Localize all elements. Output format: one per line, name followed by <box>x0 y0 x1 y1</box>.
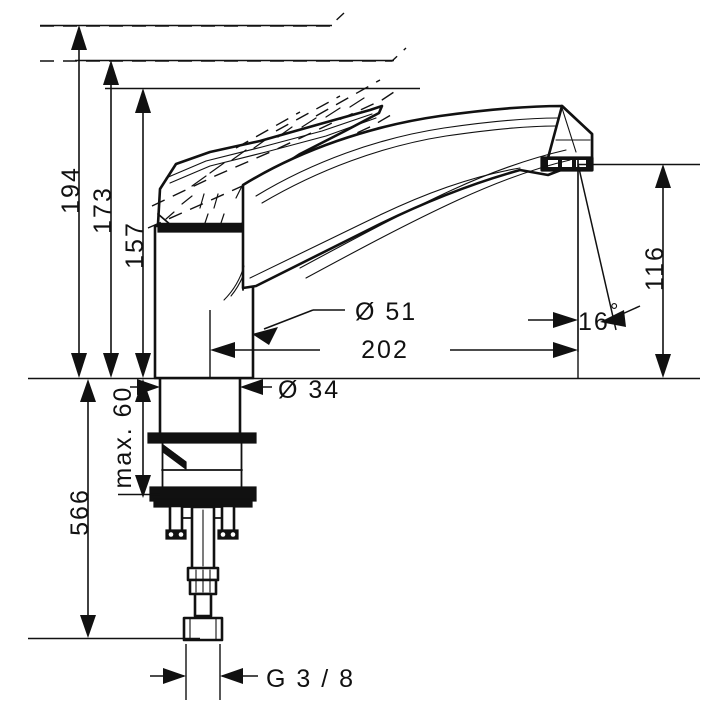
spout-lower-line <box>249 167 521 279</box>
spout-base-curve <box>230 275 244 297</box>
stud-foot-left-hole-b <box>178 532 184 537</box>
bracket-edge <box>162 444 187 463</box>
angle-arrow-left <box>553 312 578 328</box>
dim116-arrow-top <box>655 164 671 188</box>
dimension-label-116: 116 <box>641 245 669 291</box>
dimension-label-d34: Ø 34 <box>278 376 340 404</box>
phantom-lever-lower <box>147 111 397 229</box>
dim157-arrow-bottom <box>135 353 151 378</box>
angle-arrow-right <box>600 310 626 327</box>
dim202-text-backing <box>320 334 450 366</box>
phantom-lever-diag-c <box>315 79 381 117</box>
spout-band-lower-a <box>299 149 567 269</box>
dimmax60-arrow-bottom <box>135 475 151 498</box>
phantom-top-edge <box>40 12 345 27</box>
dimension-194: 194 <box>40 24 332 378</box>
stud-foot-right-hole-b <box>230 532 236 537</box>
dimension-202: 202 <box>209 160 579 378</box>
degree-symbol: ° <box>610 300 620 323</box>
spout-inner-line-upper <box>255 117 559 197</box>
spout-band-lower-b <box>305 159 571 279</box>
dimension-173: 173 <box>75 59 394 378</box>
aerator-slot-3 <box>576 160 586 167</box>
dimension-label-194: 194 <box>57 166 85 214</box>
dimension-diameter-34: Ø 34 <box>130 376 340 404</box>
d34-arrow-right <box>240 379 263 395</box>
lower-stem <box>193 592 213 618</box>
dimension-thread-g38: G 3 / 8 <box>150 644 355 700</box>
stud-left <box>168 504 184 534</box>
dimension-label-angle16: 16 <box>578 308 610 336</box>
dim116-arrow-bottom <box>655 354 671 378</box>
faucet-geometry <box>28 12 700 642</box>
spout-inner-line-upper2 <box>261 125 557 204</box>
phantom-lever-diag-b <box>275 95 341 132</box>
phantom-mid-edge <box>40 47 407 62</box>
lever-shading <box>165 97 365 227</box>
angle-slope-line <box>577 163 617 331</box>
dimension-annotations: 194 173 157 max. 60 <box>28 24 700 700</box>
dim202-arrow-left <box>210 342 235 358</box>
dimension-label-202: 202 <box>361 336 409 364</box>
dimension-566: 566 <box>28 379 200 640</box>
body-column-below <box>158 376 242 439</box>
below-counter-assembly <box>147 376 257 642</box>
g38-arrow-left <box>163 668 186 684</box>
aerator-slot-2 <box>562 160 572 167</box>
dimension-label-157: 157 <box>121 221 149 269</box>
stud-right <box>220 504 236 534</box>
stud-foot-left-hole-a <box>168 532 174 537</box>
bracket-diagonal <box>162 443 187 471</box>
body-column-above <box>153 223 255 380</box>
mounting-plate <box>147 432 257 444</box>
hex-nut <box>182 616 224 642</box>
dimension-angle-16: 16 ° <box>528 160 641 352</box>
stud-foot-right-hole-a <box>220 532 226 537</box>
phantom-lever-upper <box>151 87 401 207</box>
phantom-lever-diag-a <box>235 111 301 149</box>
dimension-label-g38: G 3 / 8 <box>266 665 355 693</box>
dimension-diameter-51: Ø 51 <box>252 298 417 345</box>
spout-base-curve2 <box>223 265 245 301</box>
dim566-arrow-top <box>80 379 96 402</box>
d51-leader <box>263 309 314 330</box>
spout-assembly <box>223 104 594 301</box>
dim173-arrow-top <box>103 60 119 85</box>
dimension-max-60: max. 60 <box>109 379 160 498</box>
lever-top-inner-line <box>165 113 373 179</box>
lever-top-inner-line-2 <box>169 117 377 184</box>
aerator-slot-1 <box>548 160 558 167</box>
dim194-arrow-top <box>71 25 87 50</box>
dimension-label-max60: max. 60 <box>109 386 137 489</box>
dim194-arrow-bottom <box>71 353 87 378</box>
dimension-116: 116 <box>578 163 700 378</box>
dim173-arrow-bottom <box>103 353 119 378</box>
g38-arrow-right <box>220 668 243 684</box>
dimension-157: 157 <box>105 87 420 378</box>
dimension-label-d51: Ø 51 <box>355 298 417 326</box>
dimension-label-173: 173 <box>89 186 117 234</box>
d51-arrow <box>252 327 278 345</box>
body-cylinder <box>153 224 255 380</box>
dim157-arrow-top <box>135 88 151 113</box>
dim566-arrow-bottom <box>80 615 96 638</box>
dim202-arrow-right <box>553 342 578 358</box>
dimension-label-566: 566 <box>66 488 94 536</box>
d34-arrow-left <box>137 379 160 395</box>
spout-head-line <box>561 107 577 153</box>
